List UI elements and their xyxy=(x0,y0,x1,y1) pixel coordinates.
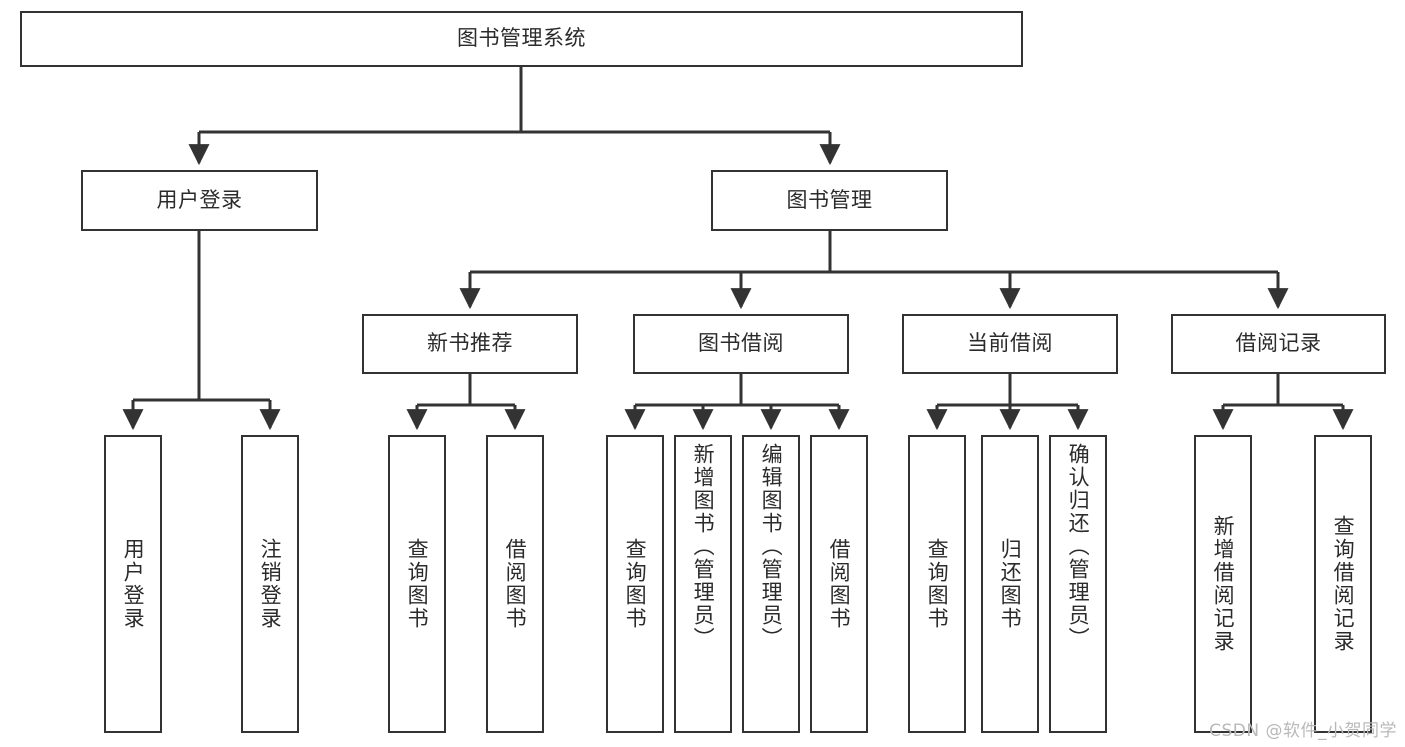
node-leaf-borrow-query-book[interactable]: 查询图书 xyxy=(606,435,664,733)
node-label: 注销登录 xyxy=(258,538,283,630)
node-leaf-current-confirm-return[interactable]: 确认归还（管理员） xyxy=(1049,435,1107,733)
node-label: 新书推荐 xyxy=(427,331,513,356)
node-leaf-user-login-do[interactable]: 用户登录 xyxy=(104,435,162,733)
node-new-book-recommend[interactable]: 新书推荐 xyxy=(362,314,578,374)
node-book-manage[interactable]: 图书管理 xyxy=(711,170,948,231)
node-leaf-recommend-borrow-book[interactable]: 借阅图书 xyxy=(486,435,544,733)
node-leaf-record-query[interactable]: 查询借阅记录 xyxy=(1314,435,1372,733)
node-label: 新增图书（管理员） xyxy=(691,443,716,650)
node-label: 用户登录 xyxy=(156,187,243,212)
node-root-system[interactable]: 图书管理系统 xyxy=(20,11,1023,67)
node-current-borrow[interactable]: 当前借阅 xyxy=(902,314,1118,374)
node-label: 借阅图书 xyxy=(503,538,528,630)
node-label: 编辑图书（管理员） xyxy=(759,443,784,650)
node-label: 借阅图书 xyxy=(827,538,852,630)
node-leaf-current-return-book[interactable]: 归还图书 xyxy=(981,435,1039,733)
node-borrow-records[interactable]: 借阅记录 xyxy=(1171,314,1386,374)
node-leaf-recommend-query-book[interactable]: 查询图书 xyxy=(388,435,446,733)
node-label: 查询图书 xyxy=(405,538,430,630)
node-leaf-user-logout[interactable]: 注销登录 xyxy=(241,435,299,733)
node-label: 图书管理系统 xyxy=(457,26,586,51)
node-label: 借阅记录 xyxy=(1235,331,1322,356)
node-label: 图书借阅 xyxy=(698,331,784,356)
node-leaf-record-add[interactable]: 新增借阅记录 xyxy=(1194,435,1252,733)
watermark-text: CSDN @软件_小贺同学 xyxy=(1209,721,1397,741)
node-leaf-borrow-borrow-book[interactable]: 借阅图书 xyxy=(810,435,868,733)
node-label: 图书管理 xyxy=(786,187,873,212)
node-label: 查询图书 xyxy=(623,538,648,630)
node-leaf-current-query-book[interactable]: 查询图书 xyxy=(908,435,966,733)
node-label: 归还图书 xyxy=(998,538,1023,630)
node-book-borrow[interactable]: 图书借阅 xyxy=(633,314,849,374)
node-label: 用户登录 xyxy=(121,538,146,630)
node-leaf-borrow-add-book[interactable]: 新增图书（管理员） xyxy=(674,435,732,733)
node-label: 查询图书 xyxy=(925,538,950,630)
node-leaf-borrow-edit-book[interactable]: 编辑图书（管理员） xyxy=(742,435,800,733)
node-user-login[interactable]: 用户登录 xyxy=(81,170,318,231)
node-label: 确认归还（管理员） xyxy=(1066,443,1091,650)
node-label: 当前借阅 xyxy=(967,331,1053,356)
node-label: 新增借阅记录 xyxy=(1211,515,1236,653)
node-label: 查询借阅记录 xyxy=(1331,515,1356,653)
